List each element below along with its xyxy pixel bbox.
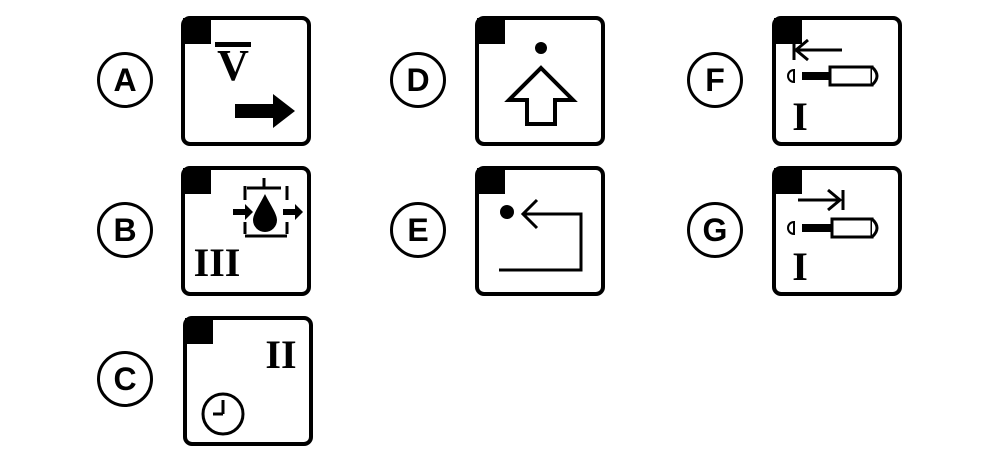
label-circle-b: B (97, 202, 153, 258)
forward-arrow-icon: V (181, 16, 311, 146)
label-circle-g: G (687, 202, 743, 258)
roman-iii: III (194, 240, 241, 285)
label-circle-a: A (97, 52, 153, 108)
tile-b: III (181, 166, 311, 296)
tile-c: II (183, 316, 313, 446)
tile-a: V (181, 16, 311, 146)
roman-v: V (217, 41, 249, 90)
cylinder-retract-icon: I (772, 16, 902, 146)
hydraulic-drop-icon: III (181, 166, 311, 296)
clock-icon: II (183, 316, 313, 446)
up-arrow-icon (475, 16, 605, 146)
label-circle-c: C (97, 351, 153, 407)
return-arrow-icon (475, 166, 605, 296)
tile-g: I (772, 166, 902, 296)
roman-i-g: I (792, 244, 808, 289)
cylinder-extend-icon: I (772, 166, 902, 296)
label-circle-d: D (390, 52, 446, 108)
tile-d (475, 16, 605, 146)
tile-e (475, 166, 605, 296)
roman-ii: II (265, 332, 296, 377)
roman-i-f: I (792, 94, 808, 139)
tile-f: I (772, 16, 902, 146)
label-circle-e: E (390, 202, 446, 258)
label-circle-f: F (687, 52, 743, 108)
